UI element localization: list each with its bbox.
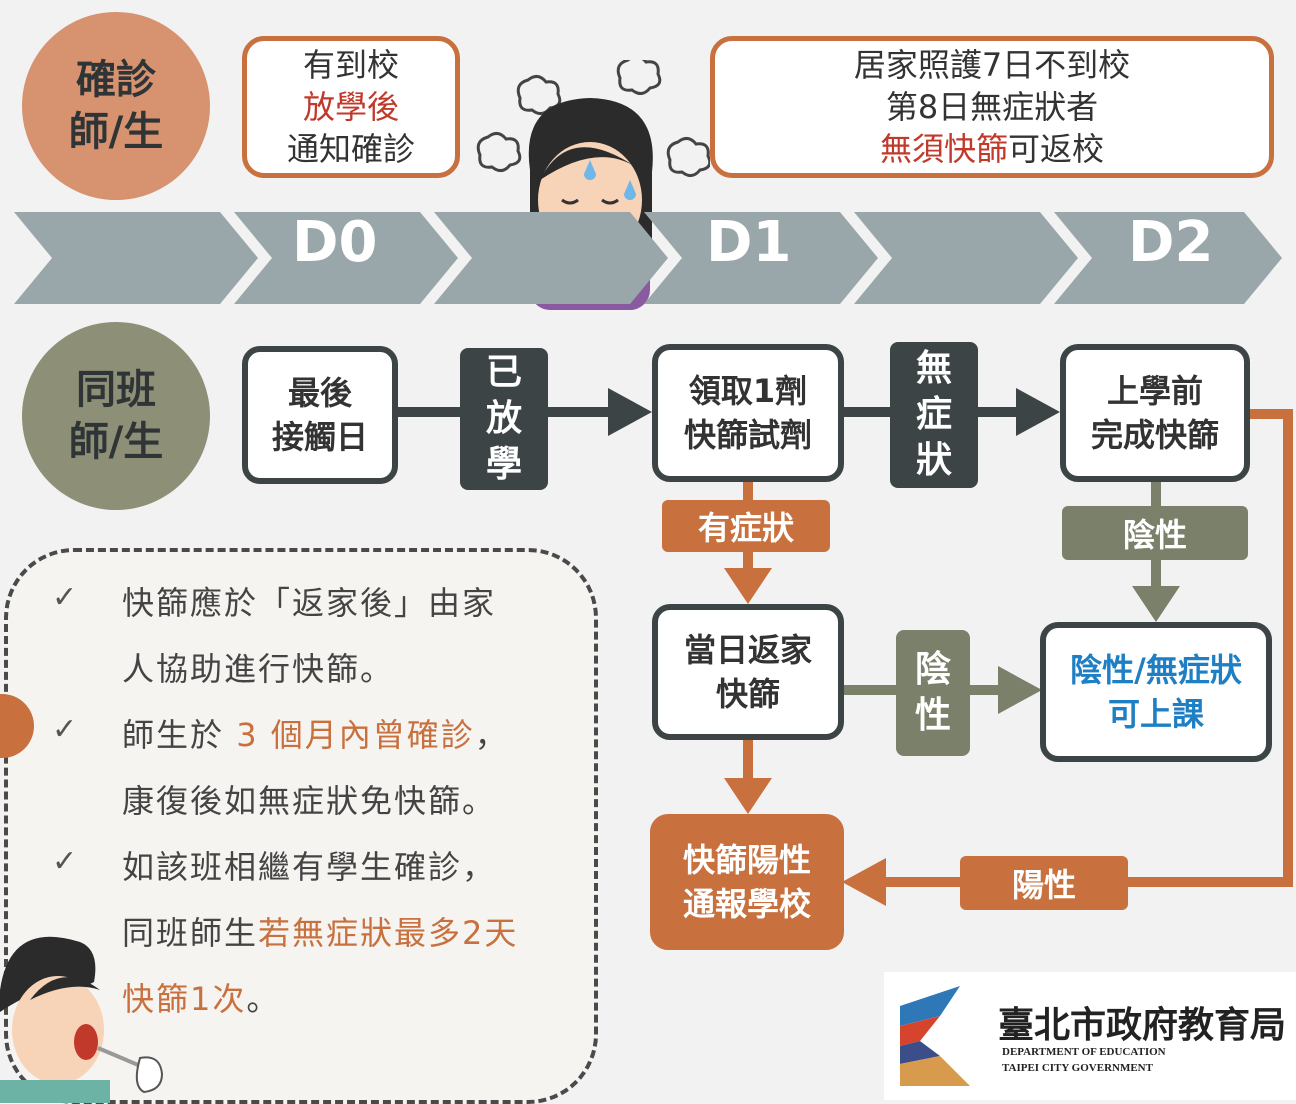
no-symptom-char2: 症 xyxy=(915,394,952,435)
positive-report-line1: 快篩陽性 xyxy=(682,841,811,879)
before-school-test-box: 上學前 完成快篩 xyxy=(1060,344,1250,482)
negative-ok-line2: 可上課 xyxy=(1107,695,1204,733)
no-test-needed: 無須快篩 xyxy=(879,130,1008,168)
d0-notice-line3: 通知確診 xyxy=(286,130,415,168)
confirmed-circle-line1: 確診 xyxy=(76,57,156,103)
timeline-band xyxy=(14,212,1282,304)
negative-tag-right: 陰性 xyxy=(1062,506,1248,560)
timeline-label-d2: D2 xyxy=(1128,210,1214,275)
logo-en-line1: DEPARTMENT OF EDUCATION xyxy=(1002,1046,1166,1058)
positive-tag: 陽性 xyxy=(960,856,1128,910)
d0-notice-box: 有到校 放學後 通知確診 xyxy=(242,36,460,178)
collect-kit-line2: 快篩試劑 xyxy=(683,416,812,454)
positive-report-line2: 通報學校 xyxy=(682,885,811,923)
no-symptom-tag: 無 症 狀 xyxy=(890,342,978,488)
confirmed-circle-line2: 師/生 xyxy=(68,109,164,155)
same-day-line1: 當日返家 xyxy=(683,631,812,669)
before-school-line2: 完成快篩 xyxy=(1090,416,1219,454)
note-2-check: ✓ xyxy=(52,712,78,747)
negative-ok-line1: 陰性/無症狀 xyxy=(1070,651,1242,689)
note-3-end: 。 xyxy=(246,980,281,1018)
d0-notice-line1: 有到校 xyxy=(302,46,399,84)
note-3-highlight: 若無症狀最多2天 xyxy=(258,914,519,952)
same-day-line2: 快篩 xyxy=(715,675,780,713)
no-symptom-char1: 無 xyxy=(915,348,952,389)
negative-attend-class-box: 陰性/無症狀 可上課 xyxy=(1040,622,1272,762)
note-3-once: 快篩1次 xyxy=(122,980,247,1018)
classmates-circle-line1: 同班 xyxy=(76,367,156,413)
last-contact-box: 最後 接觸日 xyxy=(242,346,398,484)
note-2-line1: 師生於 3 個月內曾確診， xyxy=(122,710,509,756)
collect-test-kit-box: 領取1劑 快篩試劑 xyxy=(652,344,844,482)
note-2-pre: 師生於 xyxy=(122,716,237,754)
negative-mid-char1: 陰 xyxy=(914,649,951,690)
after-school-tag: 已 放 學 xyxy=(460,348,548,490)
negative-mid-char2: 性 xyxy=(914,695,951,736)
timeline-label-d0: D0 xyxy=(292,210,378,275)
classmates-circle-line2: 師/生 xyxy=(68,419,164,465)
positive-report-box: 快篩陽性 通報學校 xyxy=(650,814,844,950)
d0-notice-line2: 放學後 xyxy=(302,88,399,126)
same-day-home-test-box: 當日返家 快篩 xyxy=(652,604,844,740)
note-3-line2: 同班師生若無症狀最多2天 xyxy=(122,908,518,954)
negative-tag-middle: 陰 性 xyxy=(896,630,970,756)
department-logo-icon xyxy=(900,986,970,1086)
d1-home-care-line3: 無須快篩可返校 xyxy=(880,128,1104,170)
rapid-test-illustration xyxy=(0,936,164,1103)
before-school-line1: 上學前 xyxy=(1106,372,1203,410)
d1-home-care-line1: 居家照護7日不到校 xyxy=(853,46,1131,84)
after-school-char1: 已 xyxy=(485,352,522,393)
can-return: 可返校 xyxy=(1008,130,1105,168)
has-symptom-tag: 有症狀 xyxy=(662,500,830,552)
after-school-char3: 學 xyxy=(485,444,522,485)
no-symptom-char3: 狀 xyxy=(915,440,952,481)
collect-kit-line1: 領取1劑 xyxy=(688,372,808,410)
d1-home-care-box: 居家照護7日不到校 第8日無症狀者 無須快篩可返校 xyxy=(710,36,1274,178)
note-2-post: ， xyxy=(474,716,509,754)
last-contact-line1: 最後 xyxy=(287,374,352,412)
timeline-label-d1: D1 xyxy=(706,210,792,275)
notes-panel xyxy=(4,548,598,1104)
note-3-check: ✓ xyxy=(52,844,78,879)
last-contact-line2: 接觸日 xyxy=(271,418,368,456)
logo-name: 臺北市政府教育局 xyxy=(998,1005,1287,1046)
confirmed-circle: 確診 師/生 xyxy=(22,12,210,200)
note-1-line2: 人協助進行快篩。 xyxy=(122,650,395,688)
note-3-pre: 同班師生 xyxy=(122,914,259,952)
logo-en-line2: TAIPEI CITY GOVERNMENT xyxy=(1002,1062,1153,1074)
note-2-highlight: 3 個月內曾確診 xyxy=(236,716,475,754)
note-3-line3: 快篩1次。 xyxy=(122,974,280,1020)
note-2-line2: 康復後如無症狀免快篩。 xyxy=(122,782,497,820)
note-1-line1: 快篩應於「返家後」由家 xyxy=(122,584,497,622)
after-school-char2: 放 xyxy=(485,398,522,439)
note-1-check: ✓ xyxy=(52,580,78,615)
d1-home-care-line2: 第8日無症狀者 xyxy=(885,88,1099,126)
note-3-line1: 如該班相繼有學生確診， xyxy=(122,848,497,886)
classmates-circle: 同班 師/生 xyxy=(22,322,210,510)
